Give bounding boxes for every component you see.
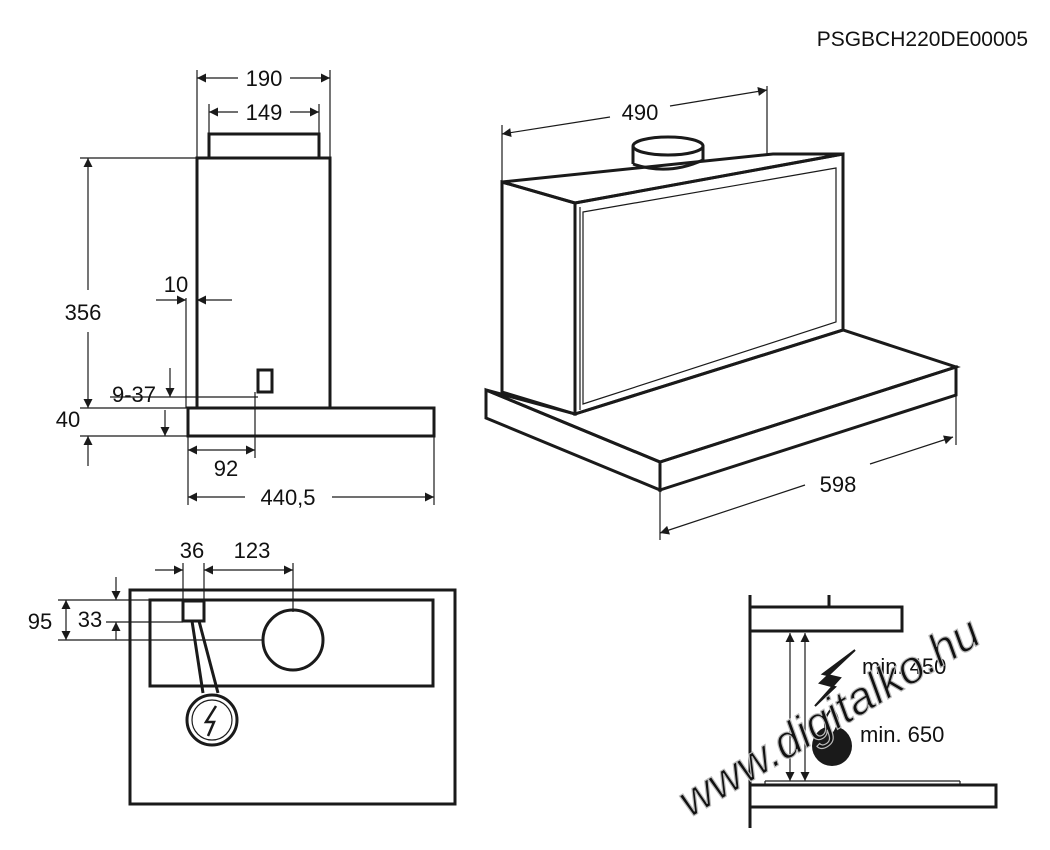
electric-symbol	[185, 693, 239, 747]
label-min-450: min. 450	[862, 654, 946, 679]
install-hood	[748, 605, 904, 633]
dim-line-598	[659, 484, 806, 535]
side-socket	[256, 368, 274, 394]
dim-label-36: 36	[180, 538, 204, 563]
top-socket	[181, 599, 206, 623]
side-view: 190 149 356 10 9-37 40 92	[56, 66, 436, 510]
dim-label-190: 190	[246, 66, 283, 91]
dim-label-123: 123	[234, 538, 271, 563]
iso-base-left	[484, 387, 662, 493]
gas-flame-icon	[812, 706, 852, 766]
iso-view: 490 598	[484, 86, 961, 540]
lightning-icon	[203, 705, 218, 737]
dim-label-95: 95	[28, 609, 52, 634]
dim-label-9-37: 9-37	[112, 382, 156, 407]
top-view: 36 123 95 33	[28, 538, 457, 806]
iso-box-front	[573, 152, 845, 417]
install-view: min. 450 min. 650	[748, 595, 998, 828]
top-duct-hole	[261, 608, 325, 672]
electric-bolt-icon	[814, 649, 856, 707]
dim-line-490	[501, 116, 611, 138]
install-cooktop	[748, 783, 998, 809]
dim-label-149: 149	[246, 100, 283, 125]
iso-duct-top	[631, 135, 705, 157]
top-inner-frame	[148, 598, 435, 688]
reference-code: PSGBCH220DE00005	[817, 28, 1028, 51]
dim-label-33: 33	[78, 607, 102, 632]
side-hood-base	[186, 406, 436, 438]
dim-label-92: 92	[214, 456, 238, 481]
dim-label-10: 10	[164, 272, 188, 297]
dim-label-440-5: 440,5	[260, 485, 315, 510]
side-chimney-cap	[207, 132, 321, 160]
iso-box-left	[500, 180, 577, 417]
dim-label-490: 490	[622, 100, 659, 125]
dim-label-40: 40	[56, 407, 80, 432]
dim-label-598: 598	[820, 472, 857, 497]
label-min-650: min. 650	[860, 722, 944, 747]
dim-label-356: 356	[65, 300, 102, 325]
watermark: www.digitalko.hu	[668, 606, 988, 827]
iso-base-front	[658, 364, 958, 493]
